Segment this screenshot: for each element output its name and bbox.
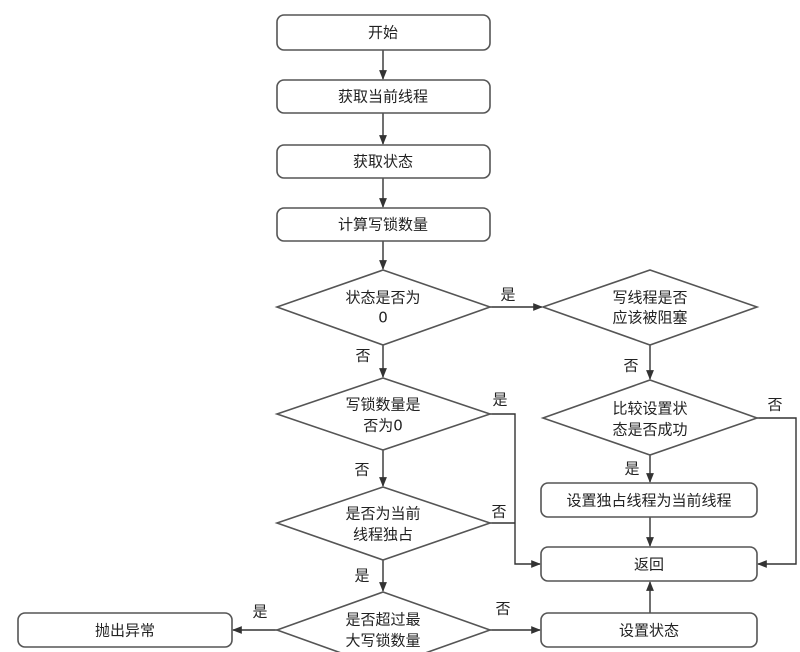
node-set-owner-label: 设置独占线程为当前线程	[566, 492, 731, 510]
node-writer-should-block-diamond[interactable]: 写线程是否 应该被阻塞	[540, 269, 760, 346]
label-write-count-zero-yes: 是	[492, 391, 507, 409]
node-get-thread[interactable]: 获取当前线程	[276, 79, 491, 114]
node-exceeds-max-line1: 是否超过最	[345, 611, 420, 629]
label-exclusive-yes: 是	[354, 567, 369, 585]
label-cas-yes: 是	[624, 460, 639, 478]
node-throw-exception-label: 抛出异常	[95, 622, 155, 640]
node-exceeds-max-line2: 大写锁数量	[345, 632, 420, 650]
node-state-zero-line2: 0	[378, 309, 388, 327]
node-is-exclusive-owner-line2: 线程独占	[353, 526, 413, 544]
label-state-zero-yes: 是	[500, 286, 515, 304]
node-return-label: 返回	[634, 556, 664, 574]
node-write-count-zero-line2: 否为0	[363, 417, 403, 435]
node-cas-success-diamond[interactable]: 比较设置状 态是否成功	[540, 379, 760, 456]
edge-labels: 是 否 否 否 是 是 否 否 是 是 否	[252, 286, 782, 621]
node-set-state[interactable]: 设置状态	[540, 612, 758, 648]
node-throw-exception[interactable]: 抛出异常	[17, 612, 233, 648]
node-calc-write-count[interactable]: 计算写锁数量	[276, 207, 491, 242]
node-calc-write-count-label: 计算写锁数量	[338, 216, 428, 234]
edges	[232, 50, 797, 634]
node-state-zero-line1: 状态是否为	[345, 289, 420, 307]
label-cas-no: 否	[767, 396, 782, 414]
node-is-exclusive-owner-line1: 是否为当前	[345, 505, 420, 523]
edge-write-count-zero-yes	[490, 413, 541, 568]
node-start[interactable]: 开始	[276, 14, 491, 51]
node-cas-success-line2: 态是否成功	[612, 421, 687, 439]
node-get-state-label: 获取状态	[353, 153, 413, 171]
node-write-count-zero-line1: 写锁数量是	[345, 396, 420, 414]
edge-cas-no	[757, 417, 797, 568]
label-exceeds-no: 否	[495, 600, 510, 618]
node-exceeds-max-diamond[interactable]: 是否超过最 大写锁数量	[274, 591, 493, 652]
label-state-zero-no: 否	[355, 347, 370, 365]
node-writer-should-block-line2: 应该被阻塞	[612, 309, 687, 327]
node-cas-success-line1: 比较设置状	[612, 400, 687, 418]
node-set-state-label: 设置状态	[619, 622, 679, 640]
node-get-thread-label: 获取当前线程	[338, 88, 428, 106]
label-write-count-zero-no: 否	[354, 461, 369, 479]
node-write-count-zero-diamond[interactable]: 写锁数量是 否为0	[274, 377, 493, 451]
node-return[interactable]: 返回	[540, 546, 758, 582]
node-get-state[interactable]: 获取状态	[276, 144, 491, 179]
node-writer-should-block-line1: 写线程是否	[612, 289, 687, 307]
node-is-exclusive-owner-diamond[interactable]: 是否为当前 线程独占	[274, 486, 493, 561]
node-state-zero-diamond[interactable]: 状态是否为 0	[274, 269, 493, 346]
node-set-owner[interactable]: 设置独占线程为当前线程	[540, 482, 758, 518]
node-start-label: 开始	[368, 24, 398, 42]
label-exclusive-no: 否	[491, 503, 506, 521]
label-block-no: 否	[623, 357, 638, 375]
label-exceeds-yes: 是	[252, 603, 267, 621]
